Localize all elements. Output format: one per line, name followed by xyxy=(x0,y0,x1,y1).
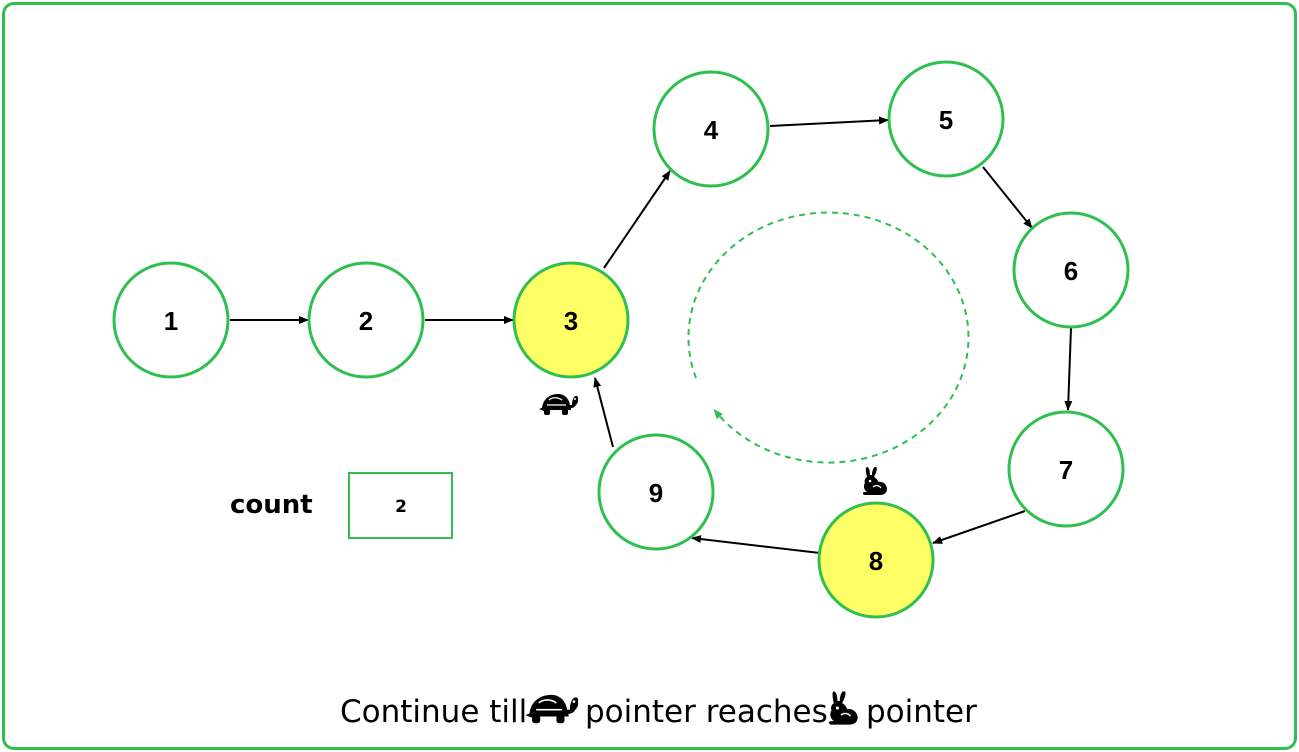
edge-6-7 xyxy=(1064,327,1073,411)
edge-9-3 xyxy=(593,377,614,448)
node-6: 6 xyxy=(1012,211,1130,329)
edge-4-5 xyxy=(769,116,889,127)
node-circle-highlighted xyxy=(817,501,935,619)
edge-5-6 xyxy=(982,166,1033,229)
node-label: 7 xyxy=(1059,455,1073,485)
node-label: 3 xyxy=(564,306,578,336)
node-8-fast-pointer: 8 xyxy=(817,501,935,619)
node-3-slow-pointer: 3 xyxy=(512,261,630,379)
node-circle xyxy=(112,261,230,379)
caption-part-2: pointer reaches xyxy=(585,694,828,730)
edge-7-8 xyxy=(932,510,1026,544)
node-label: 4 xyxy=(704,115,719,145)
node-9: 9 xyxy=(597,433,715,551)
node-circle xyxy=(1012,211,1130,329)
node-1: 1 xyxy=(112,261,230,379)
node-circle xyxy=(307,261,425,379)
caption-part-1: Continue till xyxy=(340,694,527,730)
node-circle xyxy=(597,433,715,551)
node-label: 2 xyxy=(359,306,373,336)
node-4: 4 xyxy=(652,70,770,188)
rabbit-icon xyxy=(862,466,888,496)
node-label: 6 xyxy=(1064,256,1078,286)
node-label: 8 xyxy=(869,546,883,576)
node-7: 7 xyxy=(1007,410,1125,528)
count-box xyxy=(348,472,453,539)
caption-part-3: pointer xyxy=(866,694,977,730)
turtle-icon xyxy=(538,393,578,416)
node-label: 1 xyxy=(164,306,178,336)
node-circle xyxy=(887,60,1005,178)
node-2: 2 xyxy=(307,261,425,379)
count-value: 2 xyxy=(395,497,407,517)
edge-8-9 xyxy=(691,535,821,554)
node-circle xyxy=(1007,410,1125,528)
node-circle xyxy=(652,70,770,188)
edge-3-4 xyxy=(603,170,671,269)
turtle-icon xyxy=(524,694,578,725)
node-5: 5 xyxy=(887,60,1005,178)
node-label: 5 xyxy=(939,105,953,135)
count-label: count xyxy=(230,490,313,520)
node-label: 9 xyxy=(649,478,663,508)
node-circle-highlighted xyxy=(512,261,630,379)
rabbit-icon xyxy=(828,690,859,726)
cycle-direction-arrow xyxy=(687,211,970,464)
